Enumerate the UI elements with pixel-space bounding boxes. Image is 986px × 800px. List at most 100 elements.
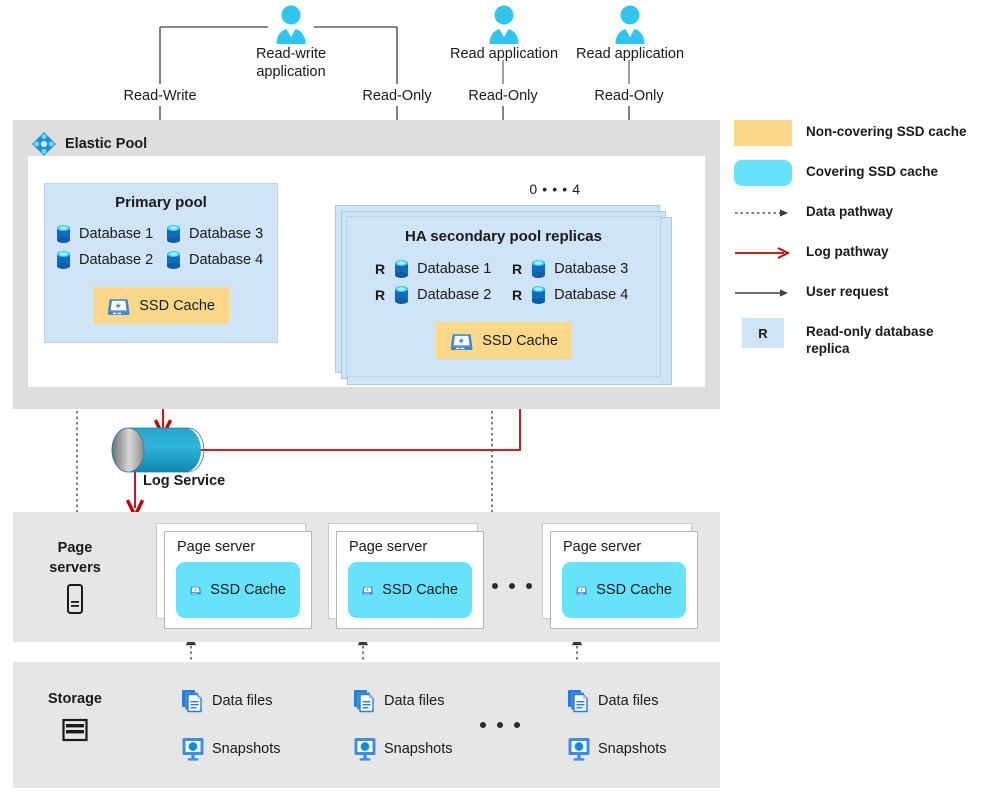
replica-badge: R [512,261,523,277]
user-icon [276,5,306,44]
snapshots-icon [182,738,204,761]
page-servers-label-line1: Page [57,540,93,556]
replica-range-label: 0 • • • 4 [529,181,581,197]
legend-label-non-covering: Non-covering SSD cache [806,124,967,139]
page-server-card-2-cache[interactable]: SSD Cache [348,562,472,618]
legend-item-data-pathway: Data pathway [734,200,982,226]
legend-label-log-pathway: Log pathway [806,244,889,259]
storage-section-label: Storage [48,691,102,707]
primary-db-4: Database 4 [165,250,263,270]
page-server-card-1-cache[interactable]: SSD Cache [176,562,300,618]
storage-data-files-2-label: Data files [384,692,445,709]
page-server-card-3-title: Page server [563,539,642,555]
storage-data-files-2: Data files [353,688,444,714]
legend-label-replica: Read-only database replica [806,324,934,356]
covering-cache-swatch [734,160,792,186]
page-servers-section-label: Page servers [30,539,120,578]
primary-db-3: Database 3 [165,224,263,244]
data-files-icon [354,690,374,713]
page-server-card-3-cache[interactable]: SSD Cache [562,562,686,618]
primary-db-4-label: Database 4 [189,251,264,268]
replica-badge: R [512,287,523,303]
page-server-card-3[interactable]: Page server SSD Cache [550,531,698,629]
secondary-db-3-label: Database 3 [554,260,629,277]
storage-data-files-3-label: Data files [598,692,659,709]
database-icon [532,260,546,278]
page-server-card-2-cache-label: SSD Cache [382,582,458,598]
storage-snapshots-2-label: Snapshots [384,740,453,757]
legend-swatch-covering [734,160,792,186]
secondary-db-4-label: Database 4 [554,286,629,303]
user-icon [615,5,645,44]
ssd-cache-icon [107,298,130,315]
secondary-ssd-cache[interactable]: SSD Cache [436,322,572,359]
client-label-line2: application [256,64,326,81]
ssd-cache-icon [450,333,473,350]
legend-item-read-only-replica: R Read-only database replica [734,318,982,358]
storage-data-files-3: Data files [567,688,658,714]
client-read-application-2[interactable] [607,3,653,50]
primary-db-2-label: Database 2 [79,251,154,268]
secondary-db-2-label: Database 2 [417,286,492,303]
legend-item-covering-cache: Covering SSD cache [734,160,982,186]
log-cylinder-icon [111,427,205,473]
storage-snapshots-1-label: Snapshots [212,740,281,757]
client-read-write-application[interactable] [268,3,314,50]
storage-ellipsis [480,722,520,728]
dotted-arrow-icon [735,209,788,217]
page-server-card-2[interactable]: Page server SSD Cache [336,531,484,629]
page-server-card-1[interactable]: Page server SSD Cache [164,531,312,629]
storage-snapshots-3: Snapshots [567,736,667,762]
ssd-cache-icon [190,586,201,595]
data-files-icon [568,690,588,713]
secondary-db-1: R Database 1 [375,259,491,279]
page-servers-label-line2: servers [49,559,101,576]
database-icon [395,260,409,278]
page-server-card-1-title: Page server [177,539,256,555]
solid-arrow-icon [735,289,788,297]
primary-ssd-cache[interactable]: SSD Cache [93,287,229,324]
client-read-write-label: Read-write application [225,45,357,81]
primary-pool-title: Primary pool [115,194,207,211]
snapshots-icon [354,738,376,761]
secondary-db-4: R Database 4 [512,285,628,305]
database-icon [532,286,546,304]
legend-label-data-pathway: Data pathway [806,204,894,219]
storage-snapshots-1: Snapshots [181,736,281,762]
red-arrow-icon [735,247,791,259]
label-read-write: Read-Write [123,88,197,104]
replica-badge: R [375,287,386,303]
secondary-db-2: R Database 2 [375,285,491,305]
primary-db-3-label: Database 3 [189,225,264,242]
ssd-cache-icon [576,586,587,595]
client-read-application-2-label: Read application [575,46,685,62]
storage-data-files-1: Data files [181,688,272,714]
data-files-icon [182,690,202,713]
replica-badge: R [375,261,386,277]
storage-snapshots-3-label: Snapshots [598,740,667,757]
storage-container [13,662,720,788]
page-server-card-1-cache-label: SSD Cache [210,582,286,598]
primary-db-2: Database 2 [55,250,153,270]
secondary-pool-title: HA secondary pool replicas [404,228,602,245]
label-read-only-1: Read-Only [362,88,432,104]
user-icon [489,5,519,44]
snapshots-icon [568,738,590,761]
primary-db-1-label: Database 1 [79,225,154,242]
database-icon [57,251,70,269]
legend-label-covering: Covering SSD cache [806,164,939,179]
client-read-application-1[interactable] [481,3,527,50]
primary-db-1: Database 1 [55,224,153,244]
legend-swatch-data-pathway [734,200,792,226]
label-read-only-2: Read-Only [468,88,538,104]
secondary-db-1-label: Database 1 [417,260,492,277]
ssd-cache-icon [362,586,373,595]
label-read-only-3: Read-Only [594,88,664,104]
replica-badge-swatch: R [742,318,784,348]
legend-swatch-replica: R [734,318,792,348]
client-label-line1: Read-write [255,46,327,62]
secondary-ssd-cache-label: SSD Cache [482,332,558,349]
storage-snapshots-2: Snapshots [353,736,453,762]
legend: Non-covering SSD cache Covering SSD cach… [734,120,982,372]
